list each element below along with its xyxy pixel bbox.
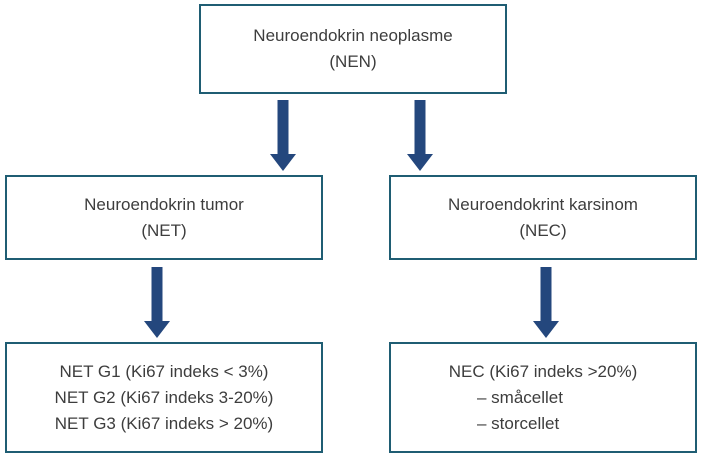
arrow-nec-to-types-icon bbox=[533, 267, 559, 338]
node-nec-types: NEC (Ki67 indeks >20%) – småcellet – sto… bbox=[389, 342, 697, 453]
node-net-grades: NET G1 (Ki67 indeks < 3%) NET G2 (Ki67 i… bbox=[5, 342, 323, 453]
node-title-line: Neuroendokrin neoplasme bbox=[253, 26, 453, 45]
nec-storcellet-line: – storcellet bbox=[477, 413, 560, 433]
node-abbreviation-line: (NEC) bbox=[519, 220, 567, 240]
arrow-net-to-grades-icon bbox=[144, 267, 170, 338]
net-g1-line: NET G1 (Ki67 indeks < 3%) bbox=[59, 361, 269, 381]
node-title-line: Neuroendokrint karsinom bbox=[448, 194, 638, 214]
node-abbreviation-line: (NEN) bbox=[329, 52, 377, 71]
arrow-nen-to-net-icon bbox=[270, 100, 296, 171]
node-neuroendokrint-karsinom: Neuroendokrint karsinom (NEC) bbox=[389, 175, 697, 260]
net-g3-line: NET G3 (Ki67 indeks > 20%) bbox=[54, 413, 274, 433]
nec-ki67-line: NEC (Ki67 indeks >20%) bbox=[448, 361, 638, 381]
node-title-line: Neuroendokrin tumor bbox=[84, 194, 244, 214]
node-neuroendokrin-tumor: Neuroendokrin tumor (NET) bbox=[5, 175, 323, 260]
node-abbreviation-line: (NET) bbox=[141, 220, 187, 240]
net-g2-line: NET G2 (Ki67 indeks 3-20%) bbox=[54, 387, 274, 407]
arrow-nen-to-nec-icon bbox=[407, 100, 433, 171]
nec-smacellet-line: – småcellet bbox=[477, 387, 563, 407]
node-neuroendokrin-neoplasme: Neuroendokrin neoplasme (NEN) bbox=[199, 4, 507, 94]
